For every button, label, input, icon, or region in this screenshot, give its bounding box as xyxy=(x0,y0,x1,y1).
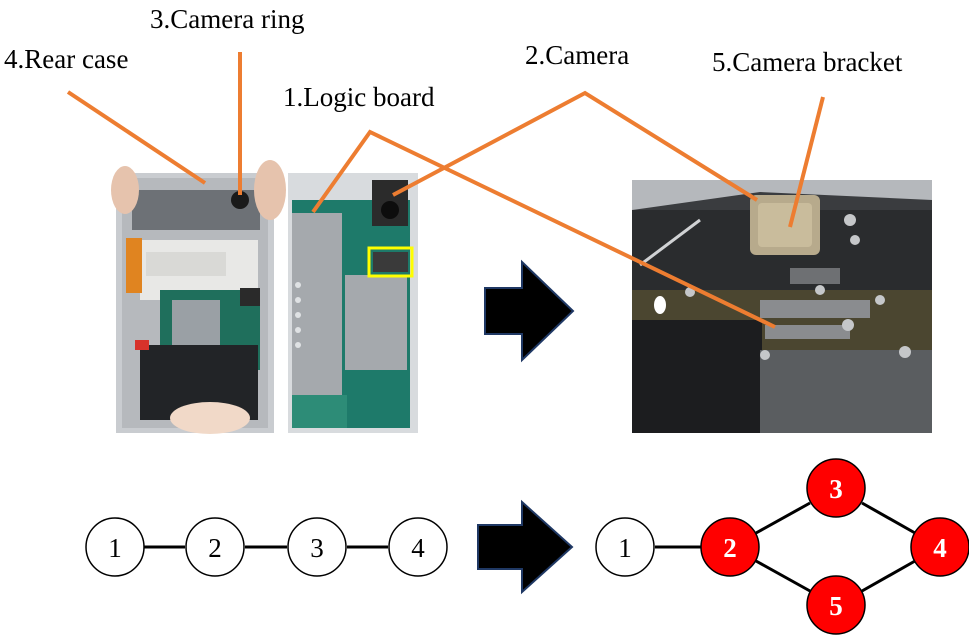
leader-line-logic-board xyxy=(311,129,776,329)
node-3-after-label: 3 xyxy=(829,474,843,504)
label-camera: 2.Camera xyxy=(525,40,630,70)
node-1-after-label: 1 xyxy=(618,533,632,563)
label-logic-board: 1.Logic board xyxy=(283,82,435,112)
edge-5-4-after xyxy=(861,559,916,593)
photo-rear-case xyxy=(111,160,286,434)
node-4-before xyxy=(388,517,448,577)
node-3-before xyxy=(287,517,347,577)
leader-line-camera-bracket xyxy=(788,96,825,228)
top-arrow-icon xyxy=(484,259,575,363)
node-1-before-label: 1 xyxy=(108,533,122,563)
label-camera-bracket: 5.Camera bracket xyxy=(712,47,903,77)
node-2-after-label: 2 xyxy=(723,533,737,563)
node-5-after xyxy=(806,575,866,635)
node-1-before xyxy=(85,517,145,577)
node-5-after-label: 5 xyxy=(829,591,843,621)
edge-3-4-after xyxy=(861,501,916,535)
node-3-before-label: 3 xyxy=(310,533,324,563)
node-4-after xyxy=(910,517,969,577)
photo-camera-bracket xyxy=(632,180,932,433)
leader-line-camera xyxy=(392,90,759,202)
leader-line-rear-case xyxy=(66,90,207,185)
leader-lines xyxy=(66,52,825,329)
node-2-before xyxy=(185,517,245,577)
node-4-after-label: 4 xyxy=(933,533,947,563)
graph-after: 1 2 3 4 5 xyxy=(595,458,969,635)
label-rear-case: 4.Rear case xyxy=(4,44,129,74)
node-1-after xyxy=(595,517,655,577)
node-3-after xyxy=(806,458,866,518)
node-2-before-label: 2 xyxy=(208,533,222,563)
bottom-arrow-icon xyxy=(477,499,574,595)
node-2-after xyxy=(700,517,760,577)
graph-before: 1 2 3 4 xyxy=(85,517,448,577)
node-4-before-label: 4 xyxy=(411,533,425,563)
photo-logic-board xyxy=(288,173,418,433)
edge-2-3-after xyxy=(755,501,811,535)
edge-2-5-after xyxy=(755,559,811,593)
label-camera-ring: 3.Camera ring xyxy=(150,4,305,34)
